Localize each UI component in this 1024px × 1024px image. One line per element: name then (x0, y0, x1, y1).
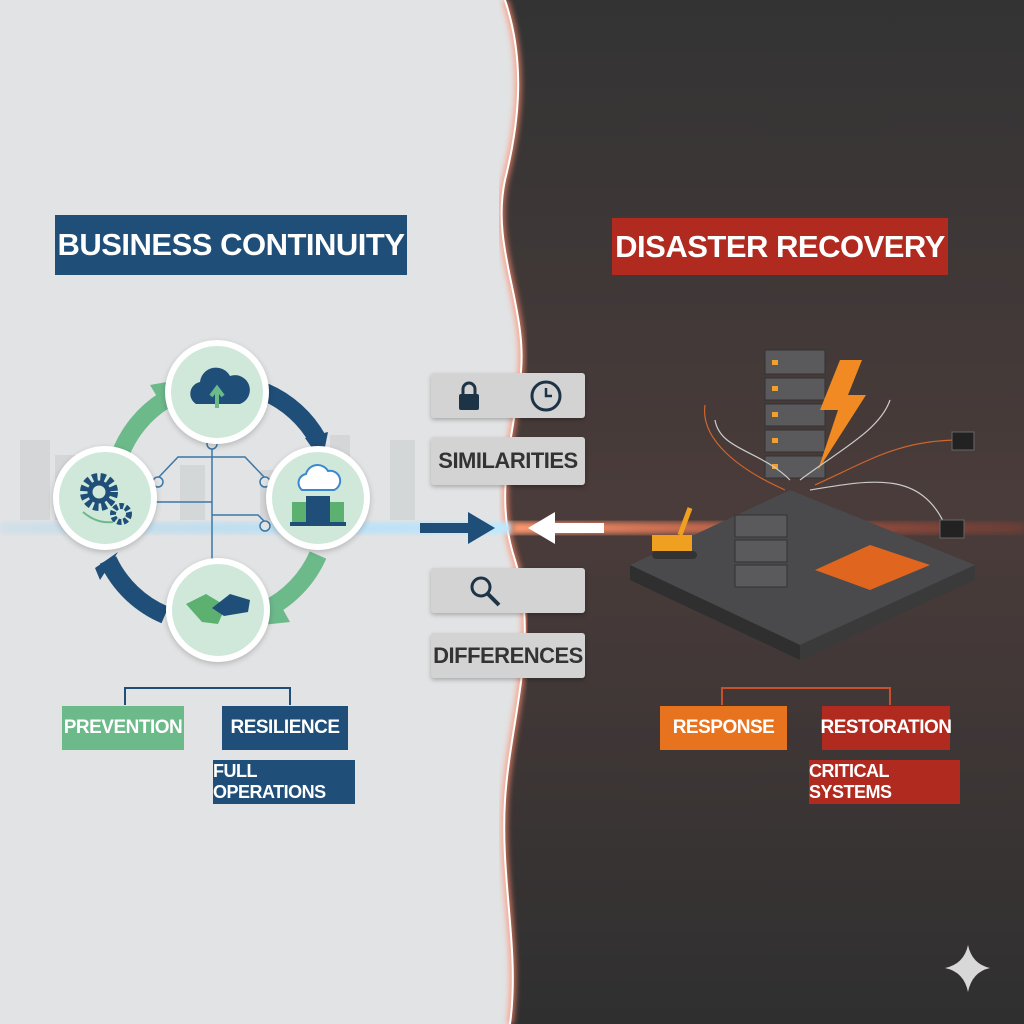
arrow-right-icon (420, 512, 495, 544)
handshake-node (166, 558, 270, 662)
handshake-icon (186, 594, 250, 624)
gears-node (53, 446, 157, 550)
building-cloud-icon (290, 464, 346, 526)
left-connector (124, 687, 291, 705)
prevention-tag: PREVENTION (62, 706, 184, 750)
right-connector (721, 687, 891, 705)
cloud-upload-node (165, 340, 269, 444)
similarities-label: SIMILARITIES (431, 437, 585, 485)
lock-icon (458, 381, 479, 410)
business-continuity-title: BUSINESS CONTINUITY (55, 215, 407, 275)
disaster-recovery-title: DISASTER RECOVERY (612, 218, 948, 275)
restoration-tag: RESTORATION (820, 706, 952, 750)
security-time-panel (431, 373, 585, 418)
cloud-upload-icon (190, 367, 250, 408)
arrow-left-icon (528, 512, 604, 544)
full-operations-tag: FULL OPERATIONS (213, 760, 355, 804)
response-tag: RESPONSE (660, 706, 787, 750)
building-cloud-node (266, 446, 370, 550)
clock-icon (530, 380, 561, 411)
resilience-tag: RESILIENCE (222, 706, 348, 750)
circuit-lines (150, 438, 271, 571)
disaster-illustration (630, 349, 975, 660)
search-panel (431, 568, 585, 613)
lightning-icon (818, 360, 866, 470)
excavator-icon (652, 507, 697, 559)
cycle-arrows (99, 383, 327, 624)
magnifier-icon (470, 576, 501, 606)
broken-servers (734, 514, 788, 588)
gears-icon (80, 473, 132, 525)
differences-label: DIFFERENCES (431, 633, 585, 678)
sparkle-icon (945, 945, 990, 992)
server-tower (764, 349, 826, 479)
critical-systems-tag: CRITICAL SYSTEMS (809, 760, 960, 804)
